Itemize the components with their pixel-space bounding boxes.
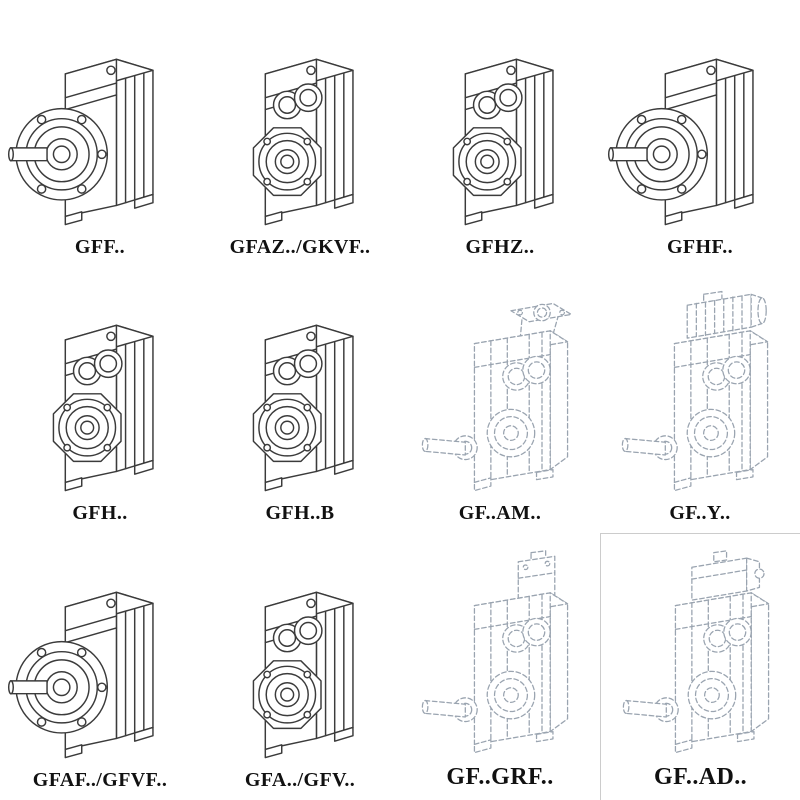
drawing-gff [6,13,194,231]
model-label: GFA../GFV.. [244,768,356,791]
drawing-gfa-gfv [206,546,394,764]
catalog-item-gfa-gfv: GFA../GFV.. [200,533,400,800]
gearbox-flange-shaft-icon [7,58,154,225]
model-label: GF..Y.. [669,502,731,525]
drawing-gfhz [406,13,594,231]
model-label: GF..AD.. [654,764,747,791]
gearbox-hollow-bore-icon [252,58,354,225]
model-label: GFH..B [265,502,335,525]
drawing-gfaf-gfvf [6,546,194,764]
model-label: GFHZ.. [465,235,535,258]
catalog-item-gfaf-gfvf: GFAF../GFVF.. [0,533,200,800]
catalog-item-gfh-b: GFH..B [200,267,400,534]
drawing-gfhf [606,13,794,231]
drawing-gfh-b [206,279,394,497]
model-label: GFHF.. [666,235,734,258]
gearbox-flange-shaft-icon [7,591,154,759]
drawing-gfh [6,279,194,497]
catalog-item-gfaz-gkvf: GFAZ../GKVF.. [200,0,400,267]
model-label: GF..AM.. [458,502,542,525]
gearbox-flange-shaft-icon [607,58,754,225]
catalog-item-gfhf: GFHF.. [600,0,800,267]
catalog-item-gf-grf: GF..GRF.. [400,533,600,800]
drawing-gf-grf [406,541,594,759]
gearbox-input-adapter-icon [421,550,569,754]
drawing-gf-am [406,279,594,497]
gearbox-hollow-bore-icon [252,324,354,492]
drawing-gf-y [606,279,794,497]
gearbox-with-motor-icon [621,291,769,492]
model-label: GF..GRF.. [446,764,554,791]
drawing-gfaz-gkvf [206,13,394,231]
model-label: GFF.. [74,235,126,258]
catalog-item-gf-ad: GF..AD.. [600,533,800,800]
gearbox-hollow-bore-icon [452,58,554,225]
model-label: GFAF../GFVF.. [32,768,168,791]
gearbox-servo-adapter-icon [622,550,769,754]
catalog-item-gfh: GFH.. [0,267,200,534]
gearbox-hollow-bore-icon [52,324,154,492]
gearbox-hollow-bore-icon [252,591,354,759]
gearbox-input-flange-icon [421,303,572,492]
catalog-item-gf-am: GF..AM.. [400,267,600,534]
catalog-item-gfhz: GFHZ.. [400,0,600,267]
model-label: GFH.. [72,502,128,525]
catalog-item-gf-y: GF..Y.. [600,267,800,534]
model-label: GFAZ../GKVF.. [229,235,371,258]
drawing-gf-ad [607,541,795,759]
catalog-item-gff: GFF.. [0,0,200,267]
